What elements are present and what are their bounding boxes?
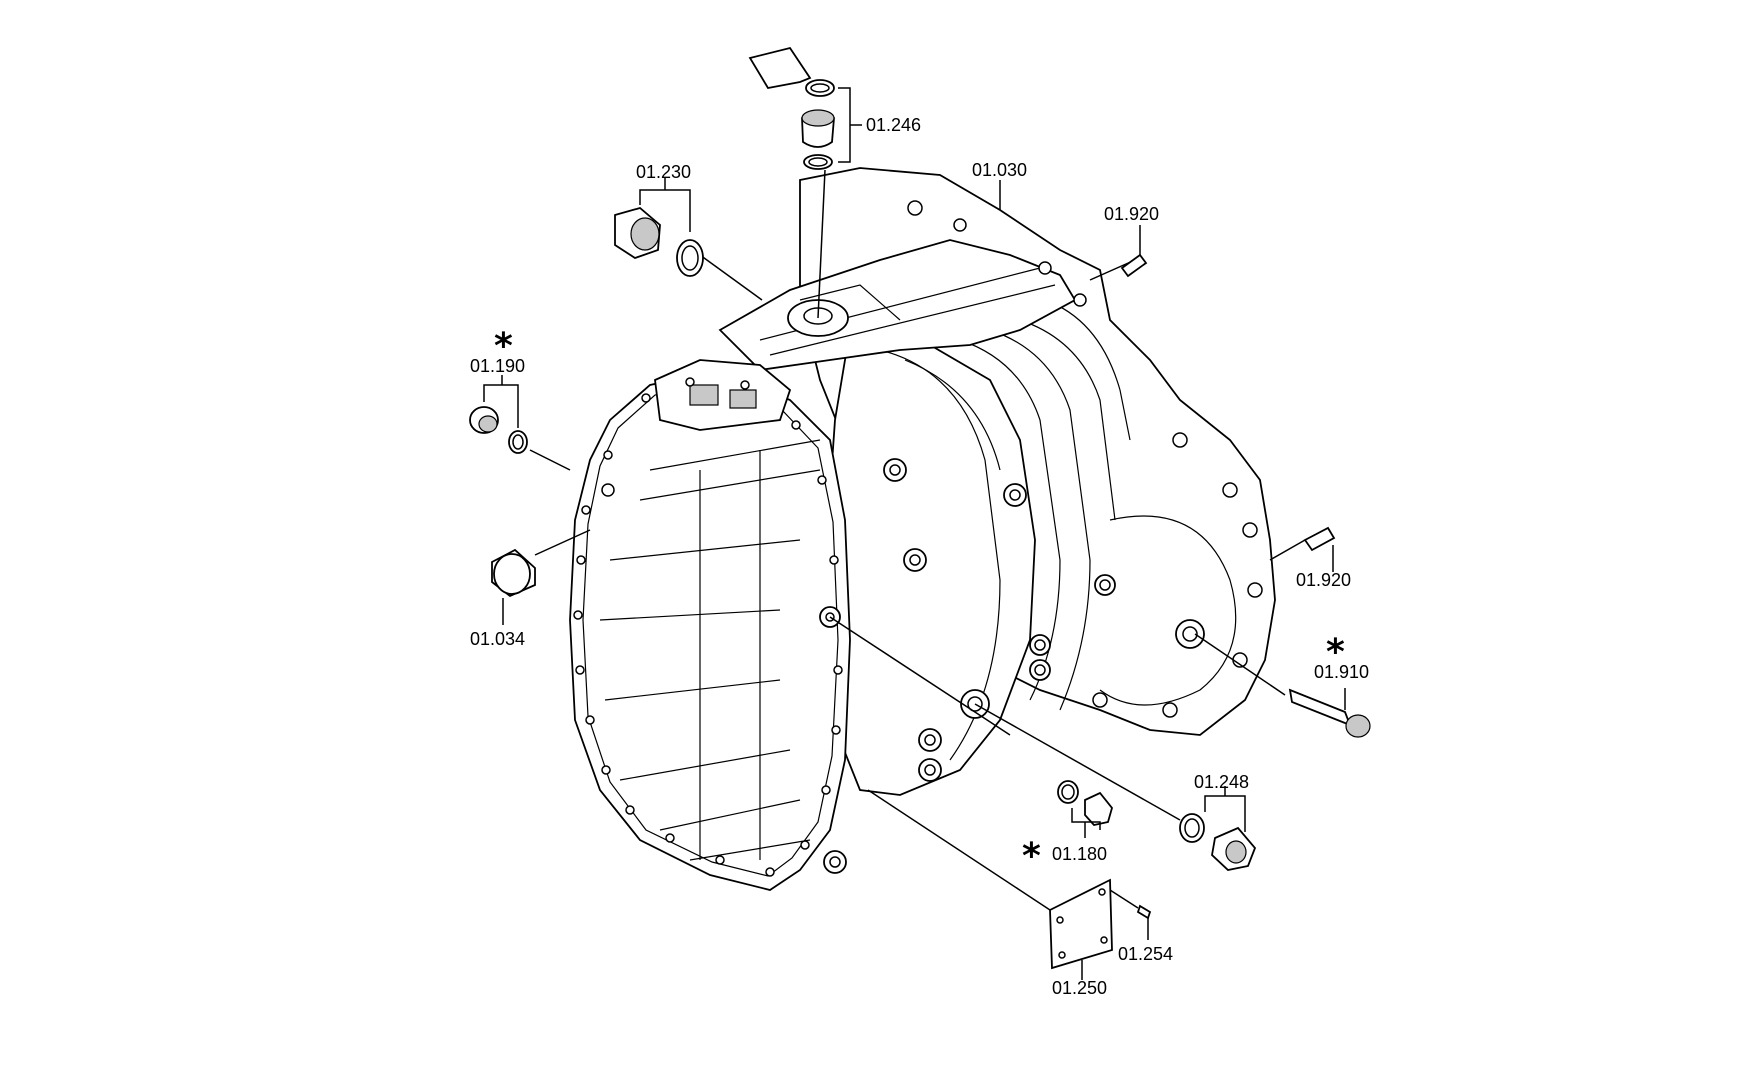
- label-01-034: 01.034: [470, 629, 525, 649]
- part-01-250-cover-plate: [1049, 878, 1113, 970]
- label-01-254: 01.254: [1118, 944, 1173, 964]
- marker-01-190: *: [494, 326, 513, 367]
- label-01-910: 01.910: [1314, 662, 1369, 682]
- label-brackets: [483, 87, 1346, 980]
- label-01-250: 01.250: [1052, 978, 1107, 998]
- part-01-254-screw: [1136, 904, 1152, 920]
- part-01-246-filler-cap: [748, 46, 835, 170]
- part-01-230-plug: [614, 207, 704, 277]
- part-01-248-plug: [1179, 813, 1257, 871]
- label-01-030: 01.030: [972, 160, 1027, 180]
- label-01-230: 01.230: [636, 162, 691, 182]
- label-01-246: 01.246: [866, 115, 921, 135]
- part-01-910-sensor: [1288, 688, 1371, 738]
- label-01-920-top: 01.920: [1104, 204, 1159, 224]
- label-01-248: 01.248: [1194, 772, 1249, 792]
- part-01-034-sleeve: [491, 548, 536, 598]
- marker-01-180: *: [1022, 836, 1041, 877]
- label-01-190: 01.190: [470, 356, 525, 376]
- leader-lines: [529, 169, 1306, 911]
- part-01-180-plug: [1057, 780, 1113, 826]
- label-01-180: 01.180: [1052, 844, 1107, 864]
- part-01-920-right-pin: [1303, 526, 1336, 552]
- marker-01-910: *: [1326, 632, 1345, 673]
- part-01-920-top-pin: [1120, 253, 1148, 278]
- label-01-920-right: 01.920: [1296, 570, 1351, 590]
- part-01-190-plug: [469, 406, 528, 454]
- transmission-housing: [569, 167, 1276, 891]
